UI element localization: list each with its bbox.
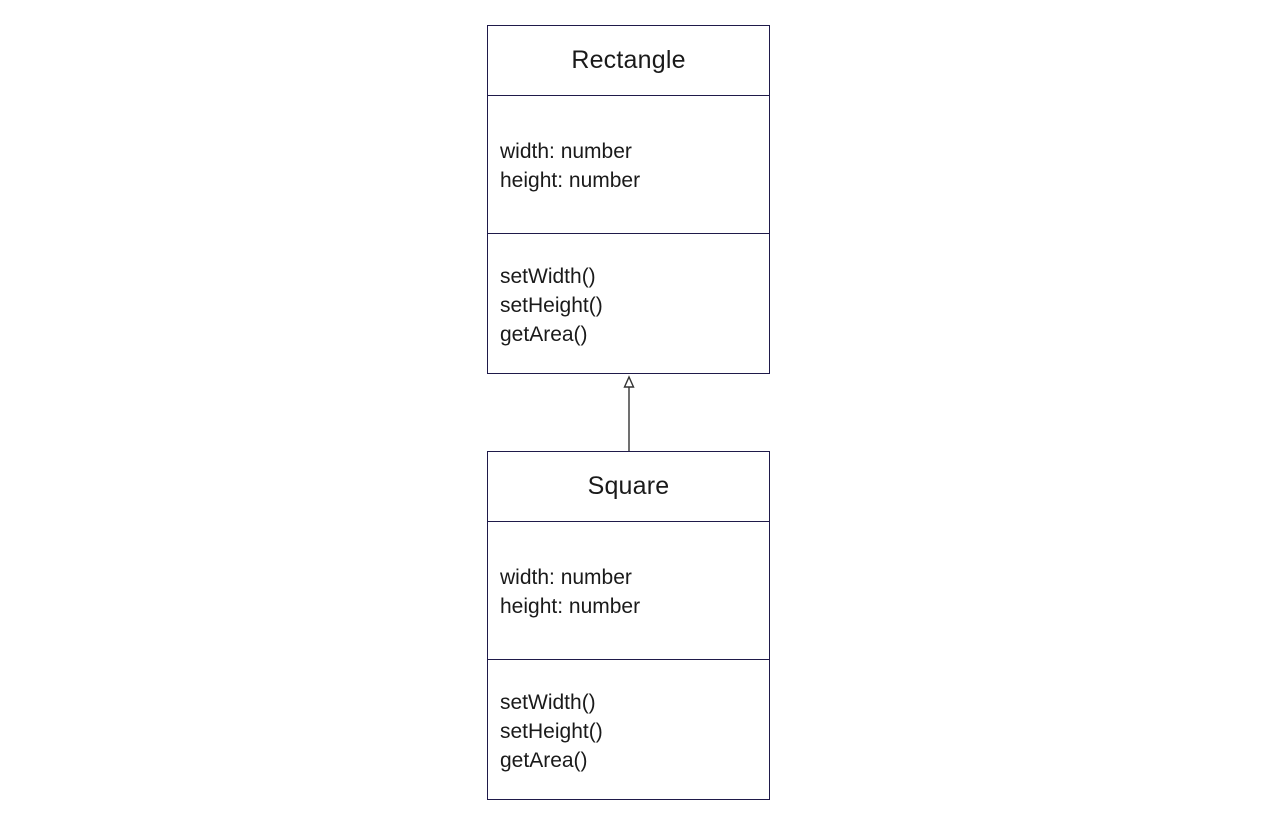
class-name: Square <box>488 452 769 522</box>
attribute-height: height: number <box>500 169 641 192</box>
method-set-width: setWidth() <box>500 265 596 288</box>
inheritance-arrowhead <box>623 375 635 388</box>
attribute-width: width: number <box>500 140 632 163</box>
class-rectangle[interactable]: Rectangle width: number height: number s… <box>487 25 770 374</box>
methods-section: setWidth() setHeight() getArea() <box>488 234 769 349</box>
method-get-area: getArea() <box>500 749 588 772</box>
class-name: Rectangle <box>488 26 769 96</box>
methods-section: setWidth() setHeight() getArea() <box>488 660 769 775</box>
attributes-section: width: number height: number <box>488 522 769 660</box>
class-square[interactable]: Square width: number height: number setW… <box>487 451 770 800</box>
method-get-area: getArea() <box>500 323 588 346</box>
method-set-width: setWidth() <box>500 691 596 714</box>
method-set-height: setHeight() <box>500 294 603 317</box>
attribute-height: height: number <box>500 595 641 618</box>
attribute-width: width: number <box>500 566 632 589</box>
attributes-section: width: number height: number <box>488 96 769 234</box>
method-set-height: setHeight() <box>500 720 603 743</box>
